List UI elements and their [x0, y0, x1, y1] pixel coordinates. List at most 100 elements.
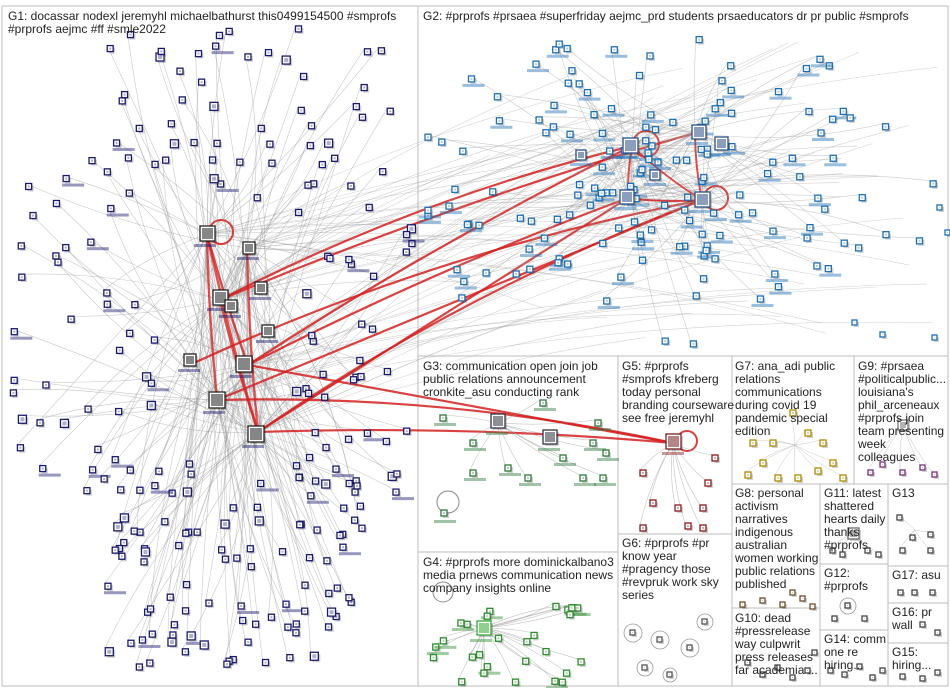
g17-node	[911, 589, 919, 597]
g2-node	[445, 202, 454, 212]
edge	[131, 247, 248, 302]
node-label	[499, 473, 521, 476]
node-label	[570, 163, 592, 166]
edge	[627, 197, 815, 264]
g2-node	[526, 265, 535, 275]
node-label	[419, 215, 441, 219]
g13-node	[927, 531, 935, 539]
g11-node	[864, 547, 872, 555]
g1-node	[209, 174, 221, 185]
g1-node	[365, 203, 375, 213]
g1-node	[115, 407, 124, 417]
g1-node	[326, 254, 335, 264]
g2-node	[846, 114, 856, 123]
edge	[631, 88, 776, 147]
g2-node	[829, 154, 839, 164]
g2-hub-avatar	[619, 189, 636, 206]
g1-node	[146, 659, 155, 669]
edge	[631, 62, 827, 147]
g2-node	[944, 229, 950, 237]
g1-node	[402, 230, 412, 240]
g4-node	[530, 631, 540, 641]
node-label	[631, 240, 654, 244]
g1-node	[146, 400, 158, 412]
edge	[216, 42, 789, 401]
g1-node	[254, 516, 266, 527]
edge	[206, 231, 805, 285]
g2-hub-avatar	[575, 149, 588, 162]
g5-node	[674, 504, 683, 513]
g14-node	[879, 667, 887, 675]
g2-node	[681, 206, 690, 216]
edge	[744, 444, 796, 473]
g12-node	[844, 602, 852, 610]
g2-node	[553, 215, 563, 225]
g4-node	[458, 678, 467, 687]
g1-node	[352, 102, 362, 112]
g4-node	[562, 669, 572, 679]
g1-node	[383, 367, 393, 377]
edge	[246, 247, 303, 583]
g2-node	[936, 204, 944, 212]
edge	[247, 364, 307, 455]
g1-node	[379, 168, 388, 177]
node-label	[722, 95, 745, 99]
g7-node	[794, 474, 803, 483]
g1-node	[29, 211, 39, 221]
g3-node	[589, 439, 598, 448]
node-label	[538, 448, 560, 451]
edge	[216, 399, 294, 622]
node-label	[824, 163, 847, 167]
edge	[257, 161, 320, 433]
g2-node	[774, 283, 784, 292]
g1-hub-avatar	[247, 425, 266, 444]
g3-node	[539, 399, 548, 408]
edge	[483, 627, 553, 679]
g1-node	[205, 599, 214, 609]
edge	[468, 75, 629, 199]
edge	[497, 422, 601, 476]
edge	[104, 300, 218, 401]
g1-node	[313, 526, 323, 536]
g5-node	[704, 479, 713, 488]
edge	[111, 247, 248, 548]
g1-node	[340, 504, 349, 514]
edge	[526, 145, 633, 267]
g3-node	[469, 469, 478, 478]
g2-hub-avatar	[622, 137, 640, 155]
g1-node	[294, 25, 304, 34]
g1-node	[130, 527, 140, 537]
g2-node	[645, 155, 654, 165]
g7-node	[749, 439, 758, 448]
edge	[253, 194, 270, 433]
g3-node	[594, 419, 603, 428]
g1-node	[54, 258, 63, 268]
node-label	[639, 164, 662, 168]
g6-node	[666, 671, 674, 679]
g1-node	[169, 139, 181, 150]
g2-node	[527, 217, 537, 227]
g1-node	[307, 122, 317, 131]
node-label	[111, 464, 134, 468]
g2-node	[575, 180, 585, 190]
edge	[10, 388, 259, 433]
g2-node	[727, 86, 737, 96]
node-label	[549, 267, 572, 271]
g1-node	[62, 243, 71, 253]
g2-node	[711, 105, 721, 114]
g1-node	[175, 541, 184, 551]
g1-node	[148, 630, 158, 640]
g2-node	[460, 277, 469, 287]
g2-node	[512, 270, 522, 279]
node-label	[769, 96, 792, 100]
node-label	[648, 167, 671, 171]
g1-node	[127, 639, 136, 649]
g2-node	[630, 218, 640, 227]
edge	[190, 139, 249, 366]
g1-node	[406, 224, 418, 235]
edge	[759, 444, 796, 461]
edge	[216, 32, 259, 433]
edge	[483, 604, 569, 629]
node-label	[535, 243, 558, 247]
g2-node	[828, 115, 838, 125]
